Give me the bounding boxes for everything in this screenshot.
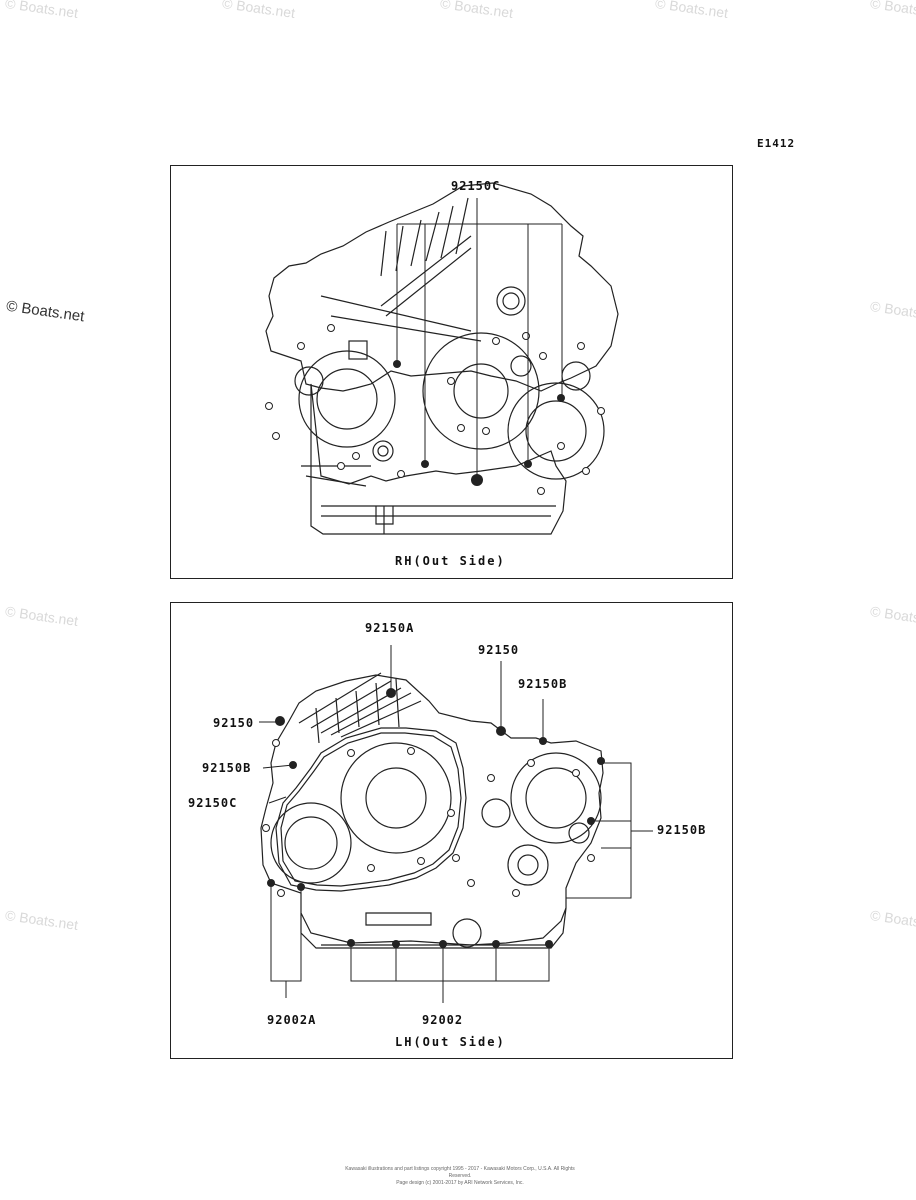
part-label-92002: 92002 bbox=[422, 1013, 464, 1027]
copyright-line: Kawasaki illustrations and part listings… bbox=[345, 1166, 575, 1179]
watermark: © Boats.net bbox=[439, 0, 515, 22]
page-design-line: Page design (c) 2001-2017 by ARI Network… bbox=[396, 1180, 524, 1186]
watermark: © Boats.net bbox=[4, 602, 80, 630]
copyright-footer: Kawasaki illustrations and part listings… bbox=[340, 1166, 580, 1187]
part-label-92150B-right: 92150B bbox=[657, 823, 707, 837]
watermark: © Boats.net bbox=[869, 0, 916, 22]
crankcase-rh-drawing bbox=[265, 182, 619, 535]
watermark: © Boats.net bbox=[4, 0, 80, 22]
watermark: © Boats.net bbox=[654, 0, 730, 22]
watermark: © Boats.net bbox=[869, 906, 916, 934]
crankcase-lh-drawing bbox=[259, 645, 653, 1003]
watermark: © Boats.net bbox=[869, 602, 916, 630]
panel-caption-rh: RH(Out Side) bbox=[395, 554, 506, 568]
crankcase-lh-panel: 92150A 92150 92150B 92150 92150B 92150C … bbox=[170, 602, 733, 1059]
part-label-92150C: 92150C bbox=[451, 179, 501, 193]
crankcase-rh-panel: 92150C RH(Out Side) bbox=[170, 165, 733, 579]
watermark: © Boats.net bbox=[5, 297, 86, 326]
watermark: © Boats.net bbox=[221, 0, 297, 22]
watermark: © Boats.net bbox=[4, 906, 80, 934]
part-label-92150-top: 92150 bbox=[478, 643, 520, 657]
part-label-92002A: 92002A bbox=[267, 1013, 317, 1027]
part-label-92150B-top: 92150B bbox=[518, 677, 568, 691]
part-label-92150-left: 92150 bbox=[213, 716, 255, 730]
panel-caption-lh: LH(Out Side) bbox=[395, 1035, 506, 1049]
watermark: © Boats.net bbox=[869, 297, 916, 325]
diagram-code: E1412 bbox=[757, 137, 796, 150]
part-label-92150C-left: 92150C bbox=[188, 796, 238, 810]
part-label-92150A: 92150A bbox=[365, 621, 415, 635]
part-label-92150B-left: 92150B bbox=[202, 761, 252, 775]
